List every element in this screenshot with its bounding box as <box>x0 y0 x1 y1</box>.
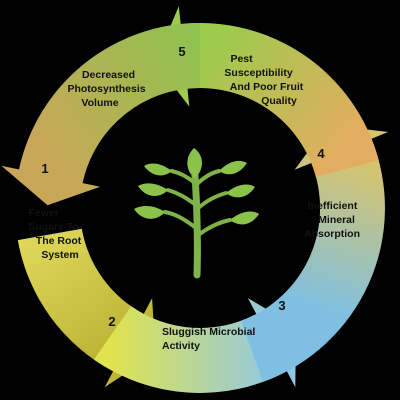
plant-branch <box>194 191 228 212</box>
cycle-step-5: 5 Decreased Photosynthesis Volume <box>67 44 185 109</box>
leaf <box>230 211 259 225</box>
step-number: 1 <box>41 161 48 176</box>
label-line: Pest <box>230 53 253 65</box>
leaf <box>134 205 165 219</box>
cycle-step-2: 2 Sluggish Microbial Activity <box>108 314 258 352</box>
step-label: Sluggish Microbial Activity <box>162 326 258 352</box>
step-label: Pest Susceptibility And Poor Fruit Quali… <box>224 53 306 107</box>
cycle-arrow-3 <box>241 124 389 382</box>
label-line: Fewer <box>28 207 58 219</box>
label-line: Sugars To <box>28 221 79 233</box>
label-line: Sluggish Microbial <box>162 326 255 338</box>
step-number: 4 <box>317 146 325 161</box>
step-label: Decreased Photosynthesis Volume <box>67 69 148 109</box>
plant-branch <box>195 218 232 238</box>
step-number: 5 <box>178 44 185 59</box>
label-line: And Poor Fruit <box>230 81 304 93</box>
step-number: 2 <box>108 314 115 329</box>
cycle-arrow-5 <box>1 22 201 206</box>
plant-branch <box>193 169 221 188</box>
label-line: Susceptibility <box>224 67 292 79</box>
leaf <box>219 160 247 175</box>
step-label: Inefficient Mineral Absorption <box>304 200 360 240</box>
leaf <box>138 183 168 196</box>
label-line: The Root <box>36 235 82 247</box>
plant-branch <box>170 169 197 185</box>
cycle-arrow-4 <box>155 6 379 177</box>
step-number: 3 <box>278 298 285 313</box>
label-line: Activity <box>162 340 200 352</box>
cycle-step-3: 3 Inefficient Mineral Absorption <box>278 200 360 313</box>
label-line: Quality <box>261 95 297 107</box>
step-label: Fewer Sugars To The Root System <box>28 207 84 261</box>
cycle-step-4: 4 Pest Susceptibility And Poor Fruit Qua… <box>224 53 325 161</box>
plant-branch <box>166 188 198 207</box>
leaf <box>226 184 255 198</box>
label-line: Inefficient <box>308 200 358 212</box>
cycle-arrows <box>1 6 389 393</box>
label-line: Decreased <box>82 69 135 81</box>
leaf <box>187 148 202 178</box>
label-line: Photosynthesis <box>67 83 145 95</box>
plant-sprout-icon <box>134 148 259 279</box>
plant-branch <box>163 210 198 230</box>
label-line: Absorption <box>304 228 360 240</box>
label-line: System <box>41 249 78 261</box>
cycle-step-1: 1 Fewer Sugars To The Root System <box>28 161 84 261</box>
label-line: Mineral <box>318 214 355 226</box>
leaf <box>144 163 172 176</box>
label-line: Volume <box>81 97 118 109</box>
